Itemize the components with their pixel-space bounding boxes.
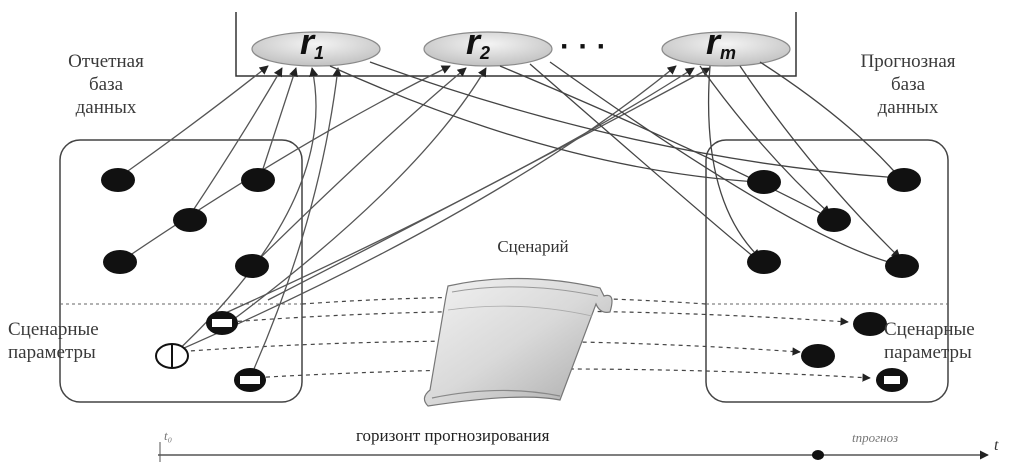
time-axis-label: t	[994, 437, 999, 454]
left-scenario-params-label: Сценарные параметры	[8, 319, 99, 363]
resource-r1-label: r1	[300, 21, 324, 63]
db-node	[747, 170, 781, 194]
forecast-horizon-label: горизонт прогнозирования	[356, 426, 550, 445]
left-scenario-nodes	[155, 311, 266, 392]
scenario-scroll-icon	[423, 277, 613, 407]
resources-box	[235, 12, 797, 77]
scenario-label: Сценарий	[497, 237, 569, 256]
db-node	[747, 250, 781, 274]
scenario-param-node	[206, 311, 238, 335]
db-node	[103, 250, 137, 274]
db-node	[887, 168, 921, 192]
scenario-param-node	[801, 344, 835, 368]
resource-to-forecast-arrows	[329, 61, 901, 267]
reporting-db-label: Отчетная база данных	[68, 51, 144, 118]
resource-rm-label: rm	[706, 21, 736, 63]
reporting-to-resource-arrows	[117, 65, 711, 379]
db-node	[235, 254, 269, 278]
resource-r2-label: r2	[466, 21, 490, 63]
reporting-db-nodes	[101, 168, 275, 278]
t0-label: t₀	[164, 428, 173, 443]
db-node	[241, 168, 275, 192]
right-scenario-nodes	[801, 312, 908, 392]
db-node	[101, 168, 135, 192]
forecast-db-label: Прогнозная база данных	[860, 51, 956, 118]
scenario-param-node	[876, 368, 908, 392]
resource-r1	[251, 31, 381, 67]
scenario-param-node	[853, 312, 887, 336]
resource-ellipsis: · · ·	[560, 30, 607, 63]
db-node	[885, 254, 919, 278]
resource-rm	[661, 31, 791, 67]
db-node	[173, 208, 207, 232]
scenario-param-node	[234, 368, 266, 392]
forecast-db-nodes	[747, 168, 921, 278]
scenario-param-node	[155, 343, 189, 369]
right-scenario-params-label: Сценарные параметры	[884, 319, 975, 363]
reporting-db-box	[59, 139, 303, 403]
db-node	[817, 208, 851, 232]
resource-r2	[423, 31, 553, 67]
forecast-point	[812, 450, 824, 460]
t-forecast-label: tпрогноз	[852, 430, 899, 445]
forecast-db-box	[705, 139, 949, 403]
